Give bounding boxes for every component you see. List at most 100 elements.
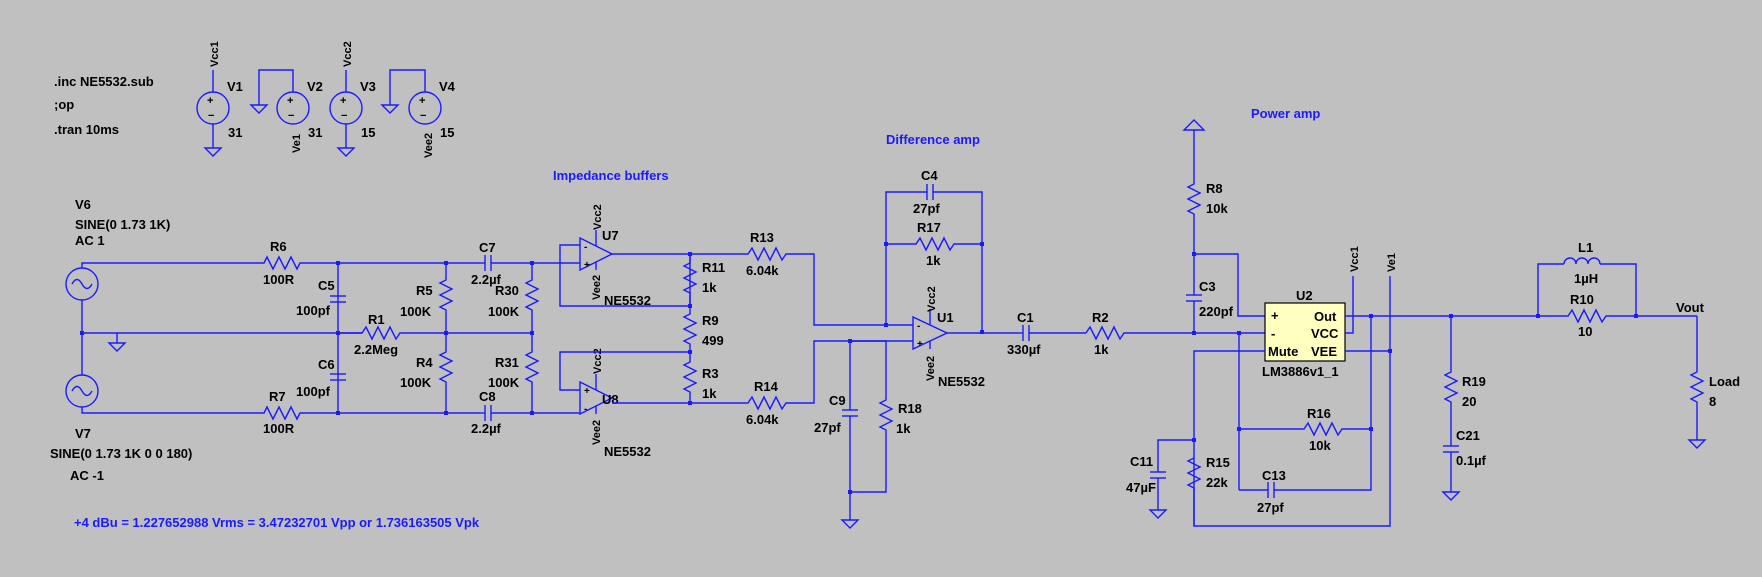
resistor-r3[interactable]: R3 1k [682,352,719,403]
svg-text:Vee2: Vee2 [925,356,937,381]
capacitor-c8[interactable]: C8 2.2µf [471,389,560,436]
svg-text:8: 8 [1709,394,1716,409]
svg-text:+: + [207,95,213,107]
opamp-u7[interactable]: - + Vcc2 Vee2 U7 NE5532 [579,204,651,308]
comment-difference-amp[interactable]: Difference amp [886,132,980,147]
resistor-r10[interactable]: R10 10 [1538,292,1636,339]
resistor-r11[interactable]: R11 1k [682,254,725,306]
supply-v3[interactable]: + − Vcc2 V3 15 [329,41,376,157]
svg-text:R8: R8 [1206,181,1223,196]
resistor-r1[interactable]: R1 2.2Meg [338,312,446,357]
supply-v1[interactable]: + − Vcc1 V1 31 [196,41,243,157]
resistor-r2[interactable]: R2 1k [1085,310,1194,357]
capacitor-c13[interactable]: C13 27pf [1239,316,1372,515]
comment-impedance-buffers[interactable]: Impedance buffers [553,168,669,183]
supply-name: V2 [307,79,323,94]
capacitor-c9[interactable]: C9 27pf [814,341,860,529]
svg-text:100K: 100K [488,304,520,319]
svg-text:Vee2: Vee2 [591,275,603,300]
svg-text:C1: C1 [1017,310,1034,325]
resistor-r16[interactable]: R16 10k [1239,406,1371,453]
svg-text:+: + [287,95,293,107]
supply-name: V1 [227,79,243,94]
directive-op[interactable]: ;op [54,97,74,112]
svg-text:R14: R14 [754,379,779,394]
resistor-r13[interactable]: R13 6.04k [690,230,913,326]
supply-value: 15 [361,125,375,140]
svg-text:Out: Out [1314,309,1337,324]
svg-text:R5: R5 [416,283,433,298]
resistor-r9[interactable]: R9 499 [682,306,724,352]
svg-text:L1: L1 [1578,240,1593,255]
capacitor-c11[interactable]: C11 47µF [1126,439,1194,519]
net-vout-label[interactable]: Vout [1676,300,1705,315]
svg-text:Load: Load [1709,374,1740,389]
source-spec: SINE(0 1.73 1K 0 0 180) [50,446,192,461]
ic-u2[interactable]: U2 + - Mute Out VCC VEE LM3886v1_1 [1262,288,1346,379]
svg-text:VEE: VEE [1311,344,1337,359]
resistor-load[interactable]: Load 8 [1687,316,1740,449]
svg-text:U2: U2 [1296,288,1313,303]
svg-text:+: + [584,260,590,271]
svg-text:C21: C21 [1456,428,1480,443]
resistor-r19[interactable]: R19 20 [1443,316,1486,440]
resistor-r31[interactable]: R31 100K [488,333,540,413]
directive-tran[interactable]: .tran 10ms [54,122,119,137]
source-v7[interactable]: V7 SINE(0 1.73 1K 0 0 180) AC -1 [50,374,192,483]
resistor-r5[interactable]: R5 100K [400,263,454,333]
supply-v4[interactable]: + − Vee2 V4 15 [380,69,456,158]
net-label: Vcc1 [209,41,221,67]
capacitor-c1[interactable]: C1 330µf [1007,310,1086,357]
comment-dbu-note[interactable]: +4 dBu = 1.227652988 Vrms = 3.47232701 V… [74,515,480,530]
svg-text:10k: 10k [1206,201,1228,216]
svg-text:C13: C13 [1262,468,1286,483]
svg-text:20: 20 [1462,394,1476,409]
svg-text:C6: C6 [318,357,335,372]
resistor-r15[interactable]: R15 22k [1186,440,1230,526]
svg-text:220pf: 220pf [1199,304,1234,319]
svg-text:+: + [419,95,425,107]
resistor-r30[interactable]: R30 100K [488,263,540,333]
svg-text:Mute: Mute [1268,344,1298,359]
resistor-r14[interactable]: R14 6.04k [690,340,913,427]
supply-v2[interactable]: + − Ve1 V2 31 [249,69,323,153]
capacitor-c3[interactable]: C3 220pf [1186,254,1234,333]
source-ac: AC -1 [70,468,104,483]
svg-text:1µH: 1µH [1574,271,1598,286]
svg-text:1k: 1k [702,386,717,401]
capacitor-c5[interactable]: C5 100pf [296,278,346,318]
resistor-r8[interactable]: R8 10k [1186,176,1228,254]
svg-text:NE5532: NE5532 [604,444,651,459]
capacitor-c21[interactable]: C21 0.1µf [1441,428,1487,501]
svg-text:VCC: VCC [1311,326,1339,341]
resistor-r6[interactable]: R6 100R [254,239,338,287]
svg-text:C4: C4 [921,168,938,183]
svg-text:R17: R17 [917,220,941,235]
resistor-r17[interactable]: R17 1k [886,220,982,268]
resistor-r4[interactable]: R4 100K [400,333,454,413]
capacitor-c6[interactable]: C6 100pf [296,357,346,399]
resistor-r7[interactable]: R7 100R [254,389,338,436]
directive-include[interactable]: .inc NE5532.sub [54,74,154,89]
opamp-u8[interactable]: + - Vcc2 Vee2 U8 NE5532 [579,348,651,459]
svg-text:Ve1: Ve1 [1386,253,1398,272]
svg-text:C3: C3 [1199,279,1216,294]
svg-text:47µF: 47µF [1126,480,1156,495]
inductor-l1[interactable]: L1 1µH [1537,240,1637,316]
svg-text:Vcc2: Vcc2 [592,348,604,374]
svg-text:NE5532: NE5532 [938,374,985,389]
svg-text:+: + [917,339,923,350]
opamp-u1[interactable]: - + Vcc2 Vee2 U1 NE5532 [912,286,985,389]
svg-text:1k: 1k [702,280,717,295]
svg-text:R19: R19 [1462,374,1486,389]
resistor-r18[interactable]: R18 1k [850,340,922,493]
capacitor-c4[interactable]: C4 27pf [885,168,983,332]
comment-power-amp[interactable]: Power amp [1251,106,1320,121]
svg-text:−: − [341,110,347,122]
svg-text:R2: R2 [1092,310,1109,325]
svg-text:10k: 10k [1309,438,1331,453]
source-v6[interactable]: V6 SINE(0 1.73 1K) AC 1 [65,197,170,301]
capacitor-c7[interactable]: C7 2.2µf [471,240,560,287]
